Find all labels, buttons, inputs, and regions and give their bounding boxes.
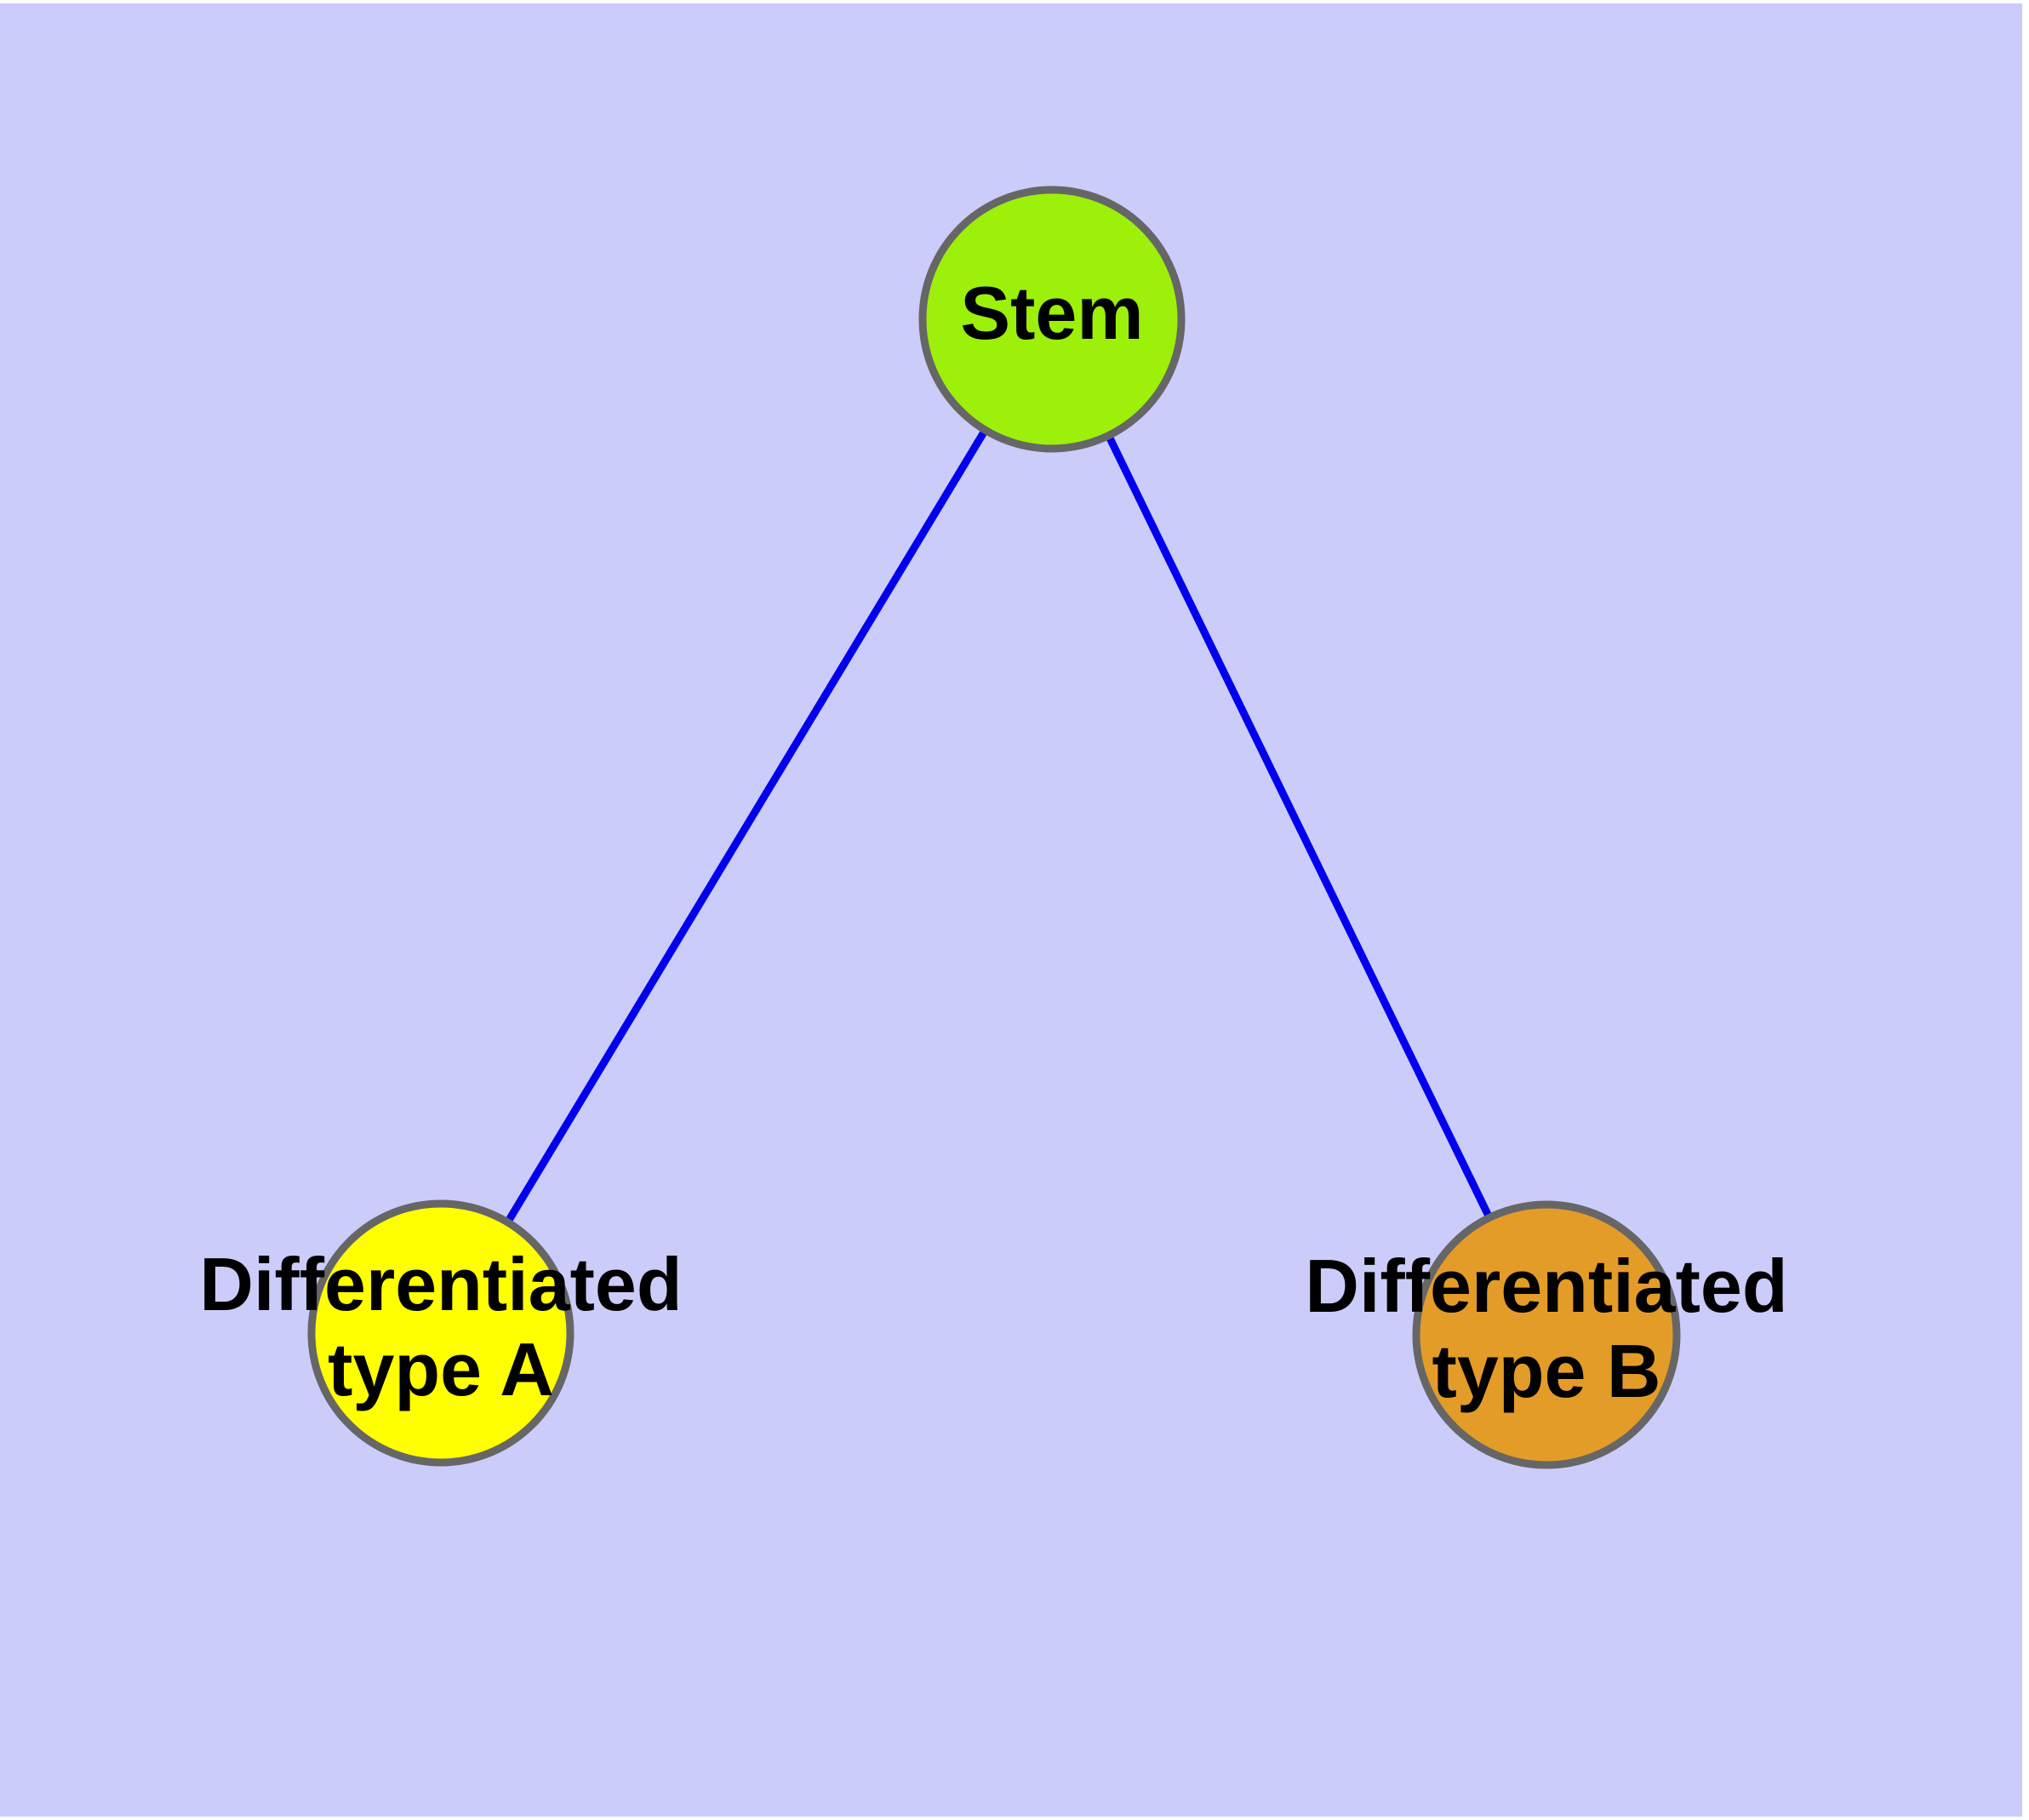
node-circle-stem[interactable] xyxy=(918,186,1186,453)
node-label-line: type A xyxy=(328,1327,554,1411)
node-circle-diff-b[interactable] xyxy=(1412,1200,1681,1469)
node-label-line: type B xyxy=(1432,1329,1661,1413)
edge-stem-diff-a[interactable] xyxy=(437,317,1055,1336)
edge-stem-diff-b[interactable] xyxy=(1048,318,1551,1336)
node-circle-diff-a[interactable] xyxy=(307,1199,574,1467)
graph-node-stem[interactable]: Stem xyxy=(918,186,1186,453)
node-label-line: Stem xyxy=(960,271,1143,355)
node-label-stem: Stem xyxy=(960,271,1143,355)
node-label-line: Differentiated xyxy=(199,1242,682,1326)
node-label-line: Differentiated xyxy=(1305,1244,1787,1328)
edge-layer xyxy=(437,317,1551,1336)
